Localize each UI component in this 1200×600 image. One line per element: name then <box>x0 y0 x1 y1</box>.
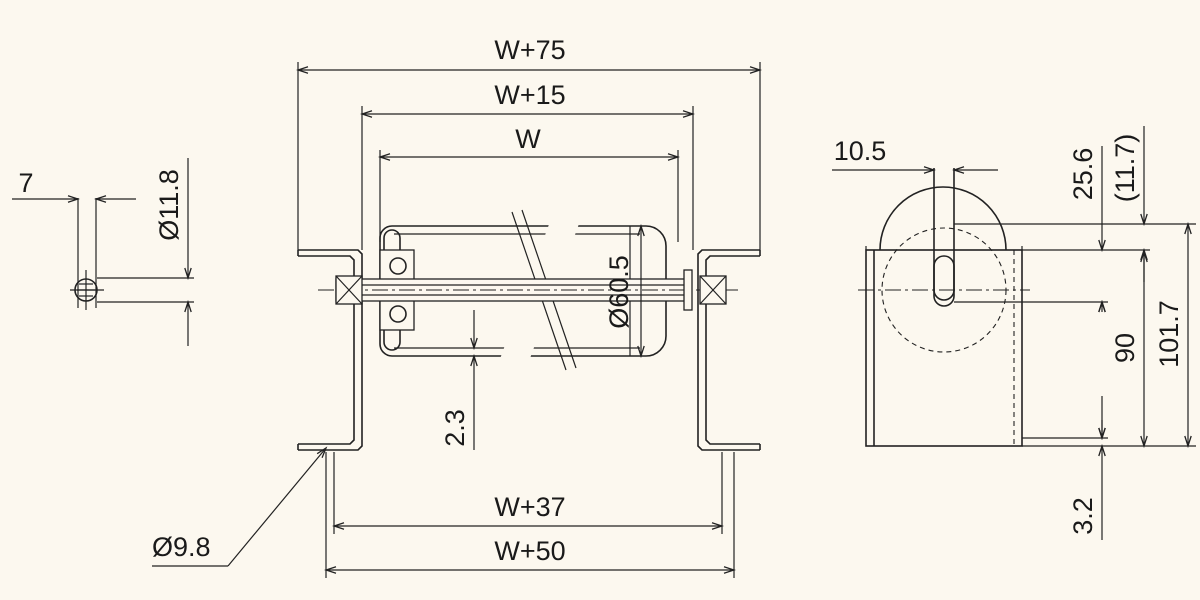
dim-base-thickness: 3.2 <box>1068 497 1098 535</box>
dim-axis-height: 90 <box>1110 333 1140 363</box>
dim-slot-top-paren: (11.7) <box>1110 134 1140 203</box>
dim-tube-thickness: 2.3 <box>440 409 470 447</box>
dim-w: W <box>515 124 541 154</box>
bearing-ball-top <box>389 257 407 275</box>
dim-hole-diameter: Ø9.8 <box>152 532 211 562</box>
dim-slot-top: 25.6 <box>1068 148 1098 201</box>
dim-roller-diameter: Ø60.5 <box>604 255 634 329</box>
bearing-ball-bottom <box>389 305 407 323</box>
dim-w-plus-50: W+50 <box>494 536 565 566</box>
dim-w-plus-15: W+15 <box>494 80 565 110</box>
side-view: 10.5 25.6 (11.7) 90 101.7 3.2 <box>832 126 1196 540</box>
dim-w-plus-75: W+75 <box>494 35 565 65</box>
dim-frame-height: 101.7 <box>1154 300 1184 368</box>
left-bracket <box>298 249 363 451</box>
roller-tube <box>379 225 667 357</box>
front-view: W+75 W+15 W <box>152 35 760 578</box>
shaft-end-view: 7 Ø11.8 <box>12 158 194 346</box>
side-bracket <box>865 249 1023 447</box>
dim-shaft-end-diameter: Ø11.8 <box>154 169 184 241</box>
dim-shaft-end-width: 7 <box>18 168 33 198</box>
dim-w-plus-37: W+37 <box>494 492 565 522</box>
dim-slot-width: 10.5 <box>834 136 887 166</box>
right-bracket <box>697 249 760 451</box>
